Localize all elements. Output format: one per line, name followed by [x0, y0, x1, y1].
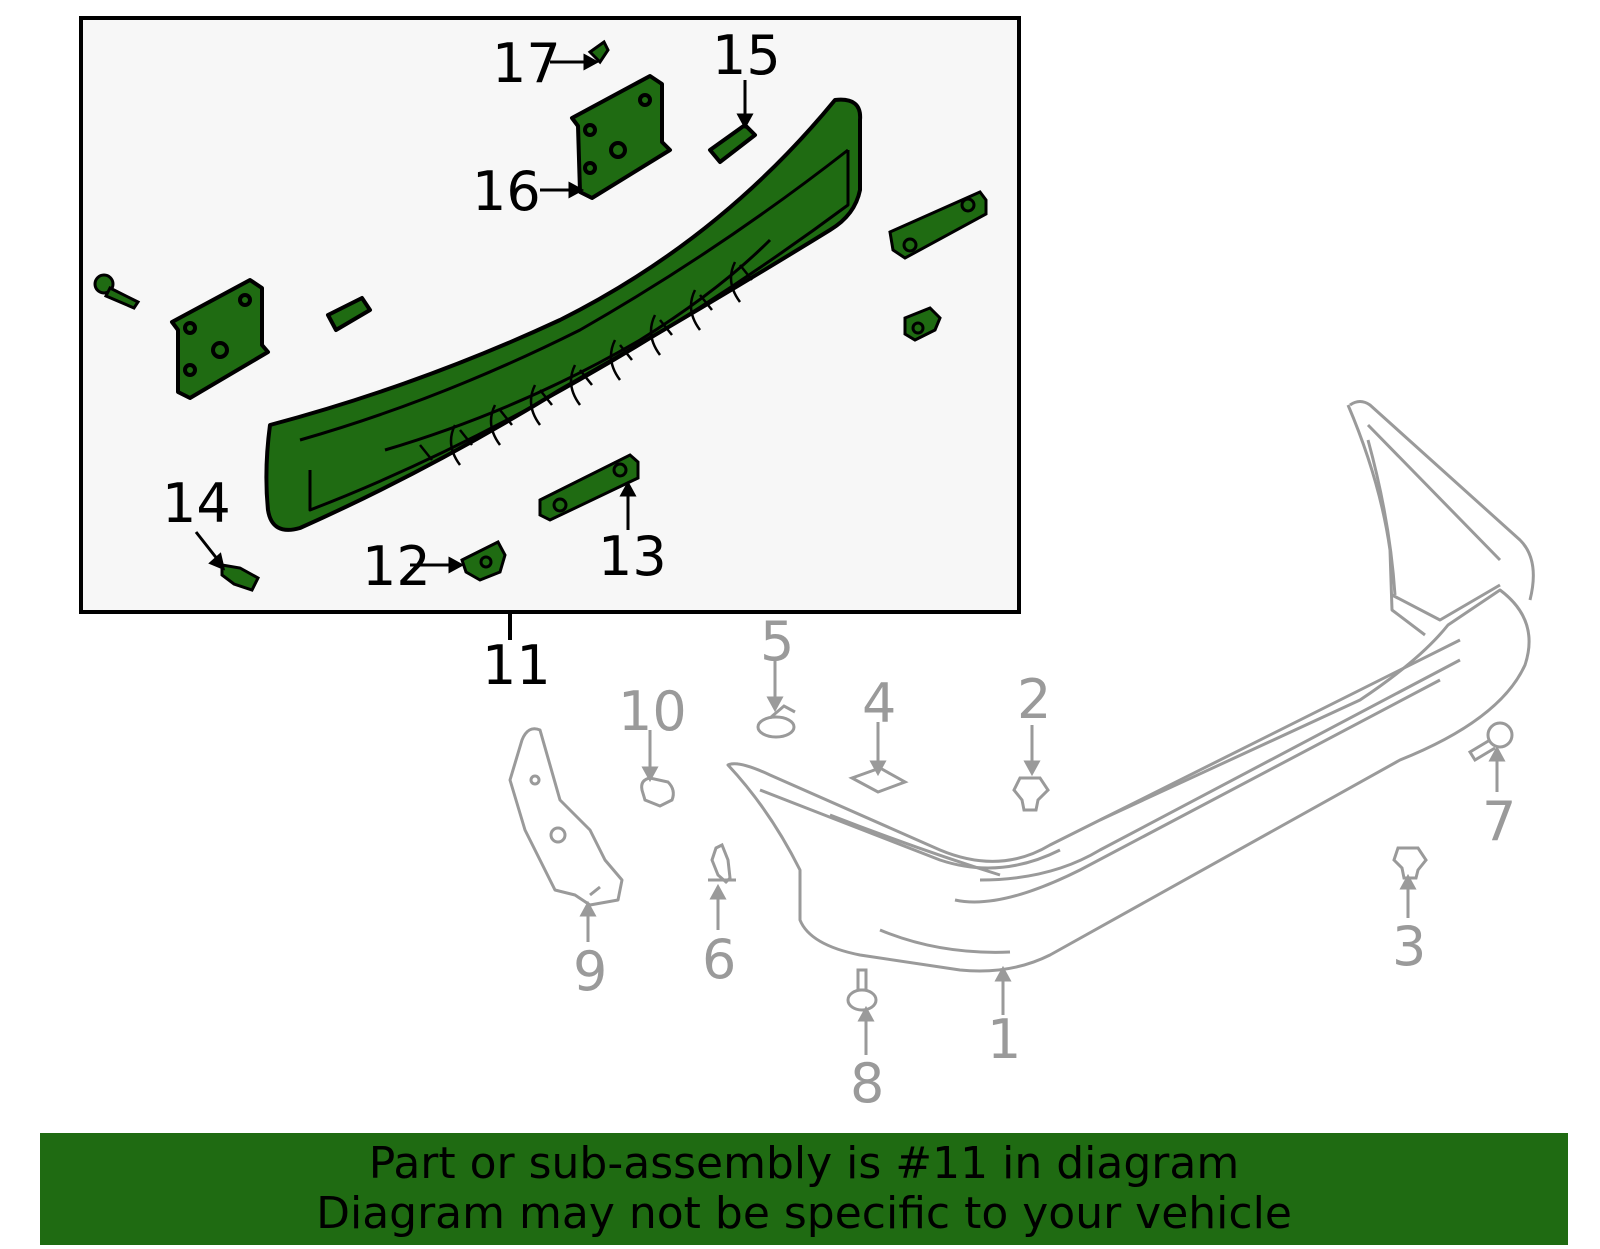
reinforcement-bar — [264, 97, 863, 532]
callout-1: 1 — [987, 1008, 1021, 1071]
bracket-right-upper — [888, 190, 988, 260]
screw-8 — [846, 968, 878, 1012]
callout-7: 7 — [1482, 790, 1516, 853]
callout-17: 17 — [492, 32, 561, 95]
clip-6 — [708, 842, 736, 885]
callout-3: 3 — [1392, 915, 1426, 978]
clip-12 — [460, 540, 507, 582]
callout-4: 4 — [862, 672, 896, 735]
clip-17 — [587, 39, 610, 65]
screw-left-top — [93, 273, 141, 310]
callout-2: 2 — [1017, 668, 1051, 731]
left-bracket — [170, 278, 270, 400]
fastener-10 — [640, 776, 675, 808]
screw-14 — [220, 563, 260, 592]
callout-6: 6 — [702, 928, 736, 991]
bumper-cover — [726, 400, 1535, 973]
upper-bracket — [570, 74, 672, 200]
inset-arrows — [194, 53, 754, 574]
bolt-7 — [1467, 721, 1514, 763]
small-pad-15 — [708, 123, 757, 164]
banner-line-1: Part or sub-assembly is #11 in diagram — [368, 1138, 1240, 1189]
callout-13: 13 — [598, 525, 667, 588]
side-bracket-9 — [508, 727, 624, 907]
callout-8: 8 — [850, 1052, 884, 1115]
bracket-13 — [538, 453, 640, 522]
clip-3 — [1392, 846, 1428, 880]
context-arrows — [579, 660, 1506, 1055]
callout-10: 10 — [618, 680, 687, 743]
clip-5 — [756, 704, 796, 739]
pad-4 — [848, 766, 909, 794]
clip-right — [903, 306, 942, 342]
callout-15: 15 — [712, 24, 781, 87]
info-banner: Part or sub-assembly is #11 in diagram D… — [40, 1133, 1568, 1245]
callout-5: 5 — [760, 610, 794, 673]
small-pad-left — [326, 296, 372, 332]
callout-9: 9 — [573, 940, 607, 1003]
callout-14: 14 — [162, 472, 231, 535]
clip-2 — [1012, 776, 1050, 812]
callout-16: 16 — [472, 160, 541, 223]
callout-12: 12 — [362, 535, 431, 598]
callout-11: 11 — [482, 634, 551, 697]
banner-line-2: Diagram may not be specific to your vehi… — [316, 1188, 1292, 1239]
